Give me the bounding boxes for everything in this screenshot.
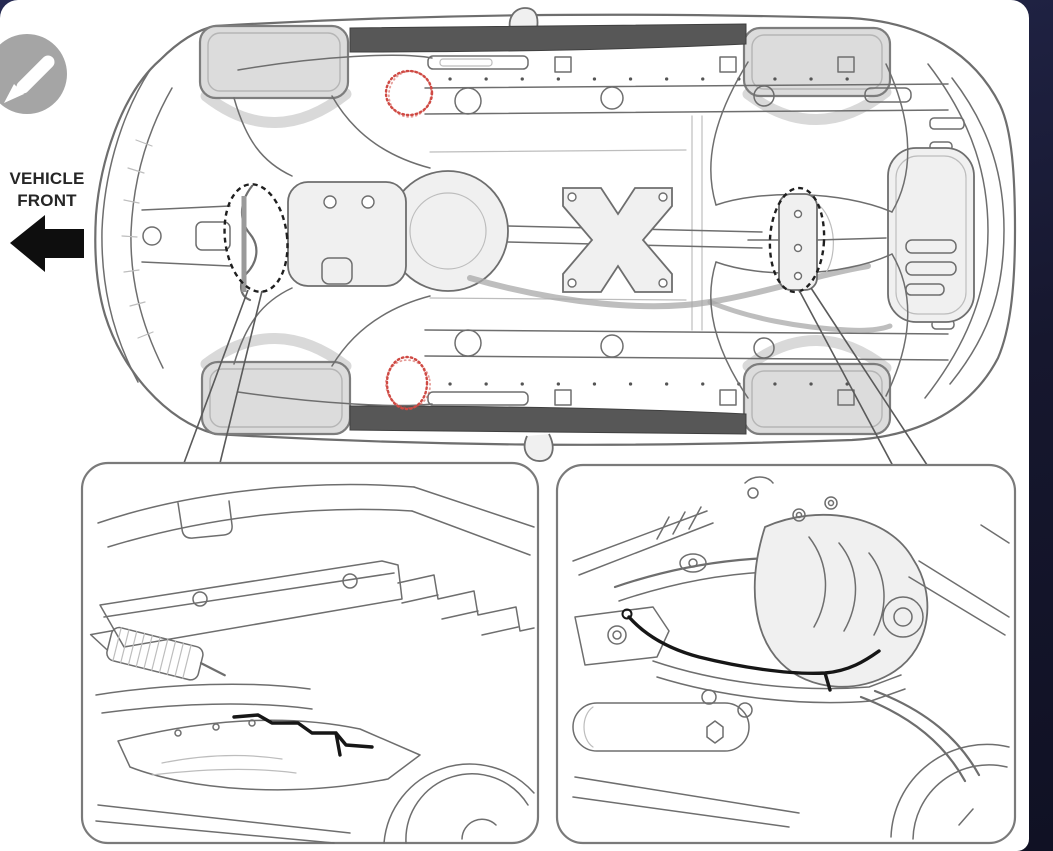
detail-inset-front: [80, 461, 540, 845]
vehicle-front-label: VEHICLE FRONT: [4, 168, 90, 212]
vehicle-front-line1: VEHICLE: [9, 169, 85, 188]
red-marker-front: [384, 69, 434, 118]
wire-harness-front: [232, 713, 374, 757]
muffler: [887, 147, 975, 323]
wheel-front-left: [198, 24, 350, 100]
red-marker-rear: [385, 355, 431, 411]
rocker-sills: [349, 23, 866, 435]
floor-rails: [424, 83, 949, 361]
wheel-front-right: [200, 360, 352, 436]
right-side-panel: [1029, 0, 1053, 851]
car-body-outline: [94, 7, 1017, 462]
front-strut: [89, 626, 226, 681]
edit-annotation-button[interactable]: [0, 34, 67, 114]
x-brace: [562, 187, 673, 293]
wheel-rear-right: [742, 362, 892, 436]
underbody-diagram: [80, 7, 1017, 845]
left-arrow-icon: [10, 215, 84, 272]
engine-transmission: [233, 54, 763, 407]
wheel-rear-left: [742, 26, 892, 98]
wire-harness-rear: [627, 615, 881, 692]
differential-housing: [753, 513, 929, 688]
exhaust-system: [467, 147, 975, 333]
leader-lines: [183, 287, 932, 472]
mirror-bottom: [523, 433, 554, 462]
pencil-icon: [4, 55, 55, 103]
wheel-arch-shading: [200, 86, 892, 374]
detail-inset-rear: [555, 463, 1017, 845]
vehicle-front-line2: FRONT: [17, 191, 77, 210]
rear-differential: [778, 193, 818, 291]
diagram-canvas: VEHICLE FRONT: [0, 7, 1017, 845]
rear-suspension: [710, 61, 909, 399]
dashed-callout-rear: [768, 186, 826, 294]
wheels: [198, 24, 892, 436]
